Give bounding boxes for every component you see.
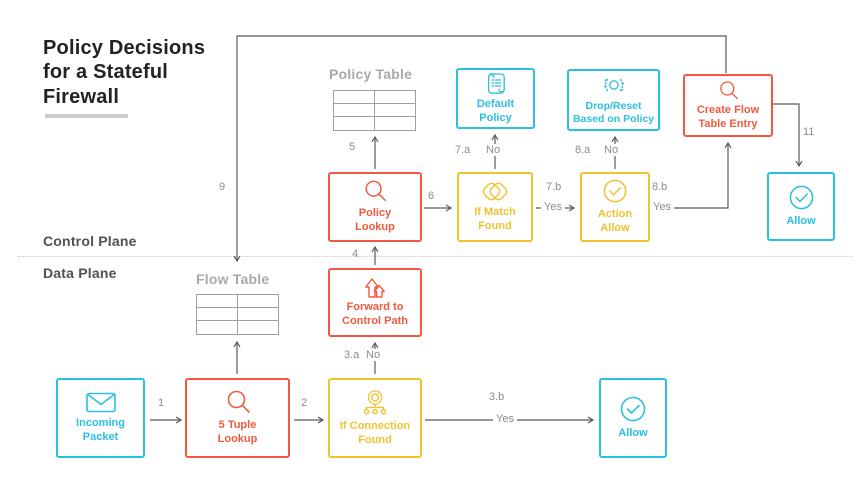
- node-forward-to-control-path: Forward to Control Path: [328, 268, 422, 337]
- node-label: 5 Tuple Lookup: [217, 419, 258, 445]
- check-circle-icon: [603, 179, 627, 203]
- edge-step8b: [652, 143, 728, 209]
- step-label-3a: 3.a: [344, 349, 360, 361]
- branch-label-8a-no: No: [601, 144, 622, 156]
- edge-step11: [773, 103, 799, 166]
- node-if-connection-found: If Connection Found: [328, 378, 422, 458]
- gear-network-icon: [363, 389, 387, 415]
- node-default-policy: Default Policy: [456, 68, 535, 129]
- flow-table-grid: [196, 294, 279, 335]
- step-label-1: 1: [158, 397, 165, 409]
- node-action-allow: Action Allow: [580, 172, 650, 242]
- step-label-2: 2: [301, 397, 308, 409]
- node-incoming-packet: Incoming Packet: [56, 378, 145, 458]
- data-plane-label: Data Plane: [43, 265, 117, 281]
- check-circle-icon: [789, 185, 813, 210]
- node-allow-data-plane: Allow: [599, 378, 667, 458]
- step-label-11: 11: [803, 126, 815, 138]
- node-label: Policy Lookup: [355, 207, 395, 233]
- node-label: If Connection Found: [339, 419, 411, 446]
- step-label-7a: 7.a: [455, 144, 471, 156]
- node-policy-lookup: Policy Lookup: [328, 172, 422, 242]
- magnifier-icon: [719, 81, 738, 99]
- branch-label-3a-no: No: [363, 349, 384, 361]
- policy-scroll-icon: [487, 73, 505, 94]
- step-label-9: 9: [219, 181, 226, 193]
- branch-label-8b-yes: Yes: [650, 201, 674, 213]
- branch-label-3b-yes: Yes: [493, 413, 517, 425]
- step-label-4: 4: [352, 248, 359, 260]
- page-title: Policy Decisions for a Stateful Firewall: [43, 37, 206, 108]
- policy-table-grid: [333, 90, 416, 131]
- node-allow-control-plane: Allow: [767, 172, 835, 241]
- envelope-icon: [85, 392, 116, 413]
- magnifier-icon: [227, 390, 250, 414]
- match-diamonds-icon: [482, 182, 508, 201]
- control-plane-label: Control Plane: [43, 233, 137, 249]
- step-label-3b: 3.b: [489, 391, 505, 403]
- node-label: Create Flow Table Entry: [696, 103, 760, 130]
- forward-arrows-icon: [365, 278, 385, 298]
- step-label-5: 5: [349, 141, 356, 153]
- node-label: Allow: [786, 215, 816, 228]
- flow-table-label: Flow Table: [196, 271, 270, 287]
- node-label: Forward to Control Path: [342, 301, 408, 327]
- node-label: Drop/Reset Based on Policy: [572, 99, 655, 125]
- node-label: Allow: [618, 427, 648, 440]
- step-label-6: 6: [428, 190, 435, 202]
- plane-divider-dotted-line: [18, 256, 852, 257]
- check-circle-icon: [620, 396, 646, 422]
- step-label-8b: 8.b: [652, 181, 668, 193]
- node-create-flow-table-entry: Create Flow Table Entry: [683, 74, 773, 137]
- reset-icon: [603, 78, 624, 92]
- node-label: Action Allow: [597, 208, 633, 234]
- title-underline: [45, 114, 128, 118]
- node-label: Default Policy: [476, 97, 515, 124]
- policy-table-label: Policy Table: [329, 66, 413, 82]
- node-drop-reset: Drop/Reset Based on Policy: [567, 69, 660, 131]
- node-label: If Match Found: [474, 206, 516, 232]
- step-label-8a: 8.a: [575, 144, 591, 156]
- node-5-tuple-lookup: 5 Tuple Lookup: [185, 378, 290, 458]
- magnifier-icon: [365, 180, 386, 202]
- node-label: Incoming Packet: [76, 416, 125, 443]
- branch-label-7b-yes: Yes: [541, 201, 565, 213]
- branch-label-7a-no: No: [483, 144, 504, 156]
- node-if-match-found: If Match Found: [457, 172, 533, 242]
- step-label-7b: 7.b: [546, 181, 562, 193]
